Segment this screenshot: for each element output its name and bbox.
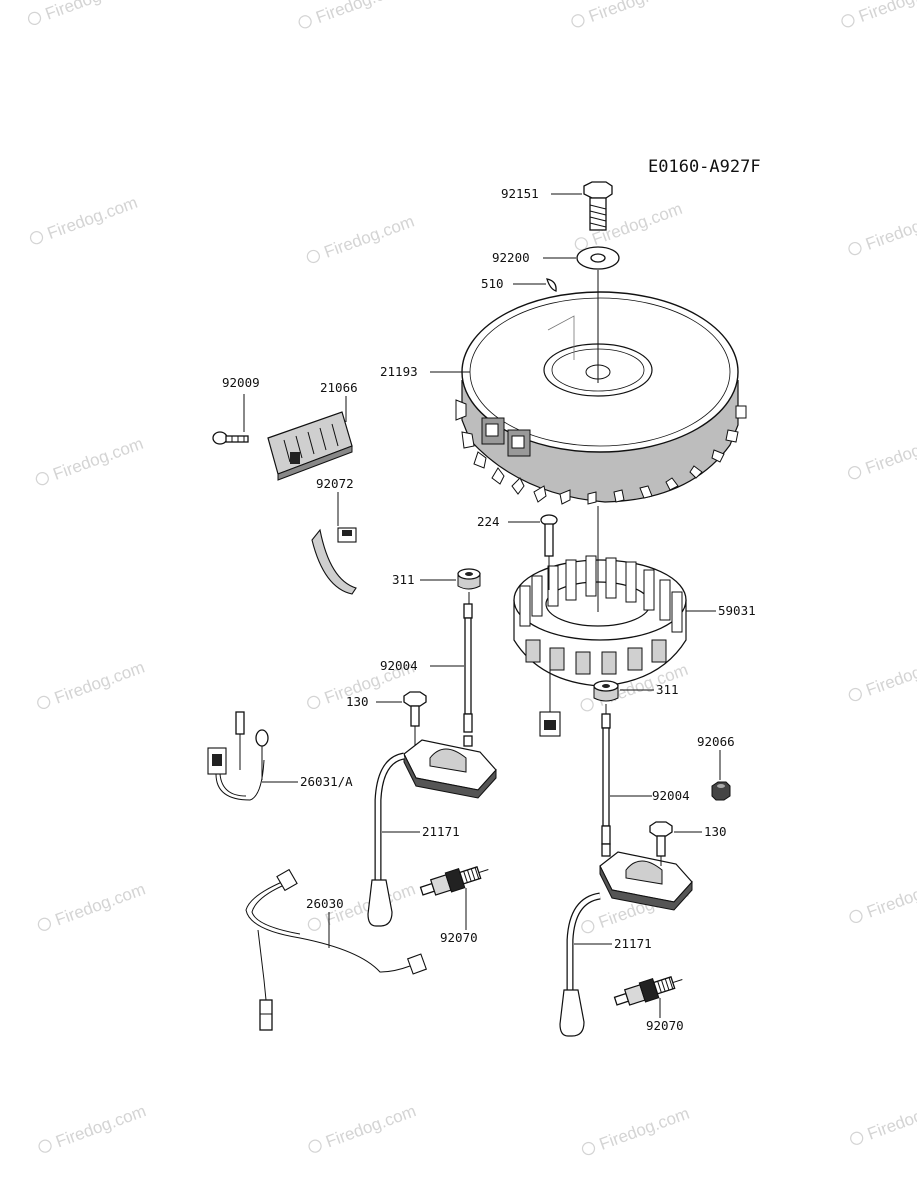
flywheel-washer xyxy=(576,246,620,270)
svg-text:Firedog.com: Firedog.com xyxy=(863,204,917,254)
label-510: 510 xyxy=(481,276,504,291)
diagram-code: E0160-A927F xyxy=(648,157,761,177)
svg-text:Firedog.com: Firedog.com xyxy=(43,0,138,24)
regulator xyxy=(267,411,353,481)
svg-text:Firedog.com: Firedog.com xyxy=(586,0,681,26)
svg-text:Firedog.com: Firedog.com xyxy=(865,1093,917,1143)
svg-text:Firedog.com: Firedog.com xyxy=(856,0,917,26)
label-21066: 21066 xyxy=(320,380,358,395)
svg-text:Firedog.com: Firedog.com xyxy=(322,212,417,262)
label-224: 224 xyxy=(477,514,500,529)
wire-clamp xyxy=(311,527,357,595)
label-26030: 26030 xyxy=(306,896,344,911)
flywheel-bolt xyxy=(583,181,613,231)
svg-text:Firedog.com: Firedog.com xyxy=(864,872,917,922)
label-21171-right: 21171 xyxy=(614,936,652,951)
spark-plug-left xyxy=(419,866,489,896)
label-92004-left: 92004 xyxy=(380,658,418,673)
svg-text:Firedog.com: Firedog.com xyxy=(323,1101,418,1151)
label-130-right: 130 xyxy=(704,824,727,839)
spacer-left xyxy=(457,568,481,590)
label-21171-left: 21171 xyxy=(422,824,460,839)
footer-strip xyxy=(0,1192,917,1200)
lead-wire-b xyxy=(245,868,428,1031)
stator-bolt xyxy=(540,514,558,557)
ignition-coil-left xyxy=(367,735,497,927)
nut xyxy=(711,781,731,801)
label-59031: 59031 xyxy=(718,603,756,618)
label-92070-right: 92070 xyxy=(646,1018,684,1033)
label-92066: 92066 xyxy=(697,734,735,749)
svg-text:Firedog.com: Firedog.com xyxy=(53,1101,148,1151)
regulator-screw xyxy=(212,431,249,445)
spacer-right xyxy=(593,680,619,702)
label-92004-right: 92004 xyxy=(652,788,690,803)
lead-wire-a xyxy=(207,711,269,801)
label-92009: 92009 xyxy=(222,375,260,390)
coil-bolt-right xyxy=(649,821,673,857)
svg-text:Firedog.com: Firedog.com xyxy=(45,193,140,243)
svg-text:Firedog.com: Firedog.com xyxy=(52,658,147,708)
ignition-coil-right xyxy=(559,843,693,1037)
svg-text:Firedog.com: Firedog.com xyxy=(863,428,917,478)
label-26031-a: 26031/A xyxy=(300,774,353,789)
svg-text:Firedog.com: Firedog.com xyxy=(864,650,917,700)
woodruff-key xyxy=(546,278,557,292)
flywheel xyxy=(455,291,747,505)
stator xyxy=(513,555,687,737)
label-92072: 92072 xyxy=(316,476,354,491)
stud-right xyxy=(601,713,611,845)
stud-left xyxy=(463,603,473,733)
coil-bolt-left xyxy=(403,691,427,727)
svg-text:Firedog.com: Firedog.com xyxy=(313,0,408,27)
label-21193: 21193 xyxy=(380,364,418,379)
svg-text:Firedog.com: Firedog.com xyxy=(53,879,148,929)
label-311-left: 311 xyxy=(392,572,415,587)
svg-text:Firedog.com: Firedog.com xyxy=(51,434,146,484)
label-311-right: 311 xyxy=(656,682,679,697)
label-92200: 92200 xyxy=(492,250,530,265)
label-130-left: 130 xyxy=(346,694,369,709)
spark-plug-right xyxy=(613,976,683,1006)
label-92070-left: 92070 xyxy=(440,930,478,945)
label-92151: 92151 xyxy=(501,186,539,201)
svg-text:Firedog.com: Firedog.com xyxy=(597,1104,692,1154)
